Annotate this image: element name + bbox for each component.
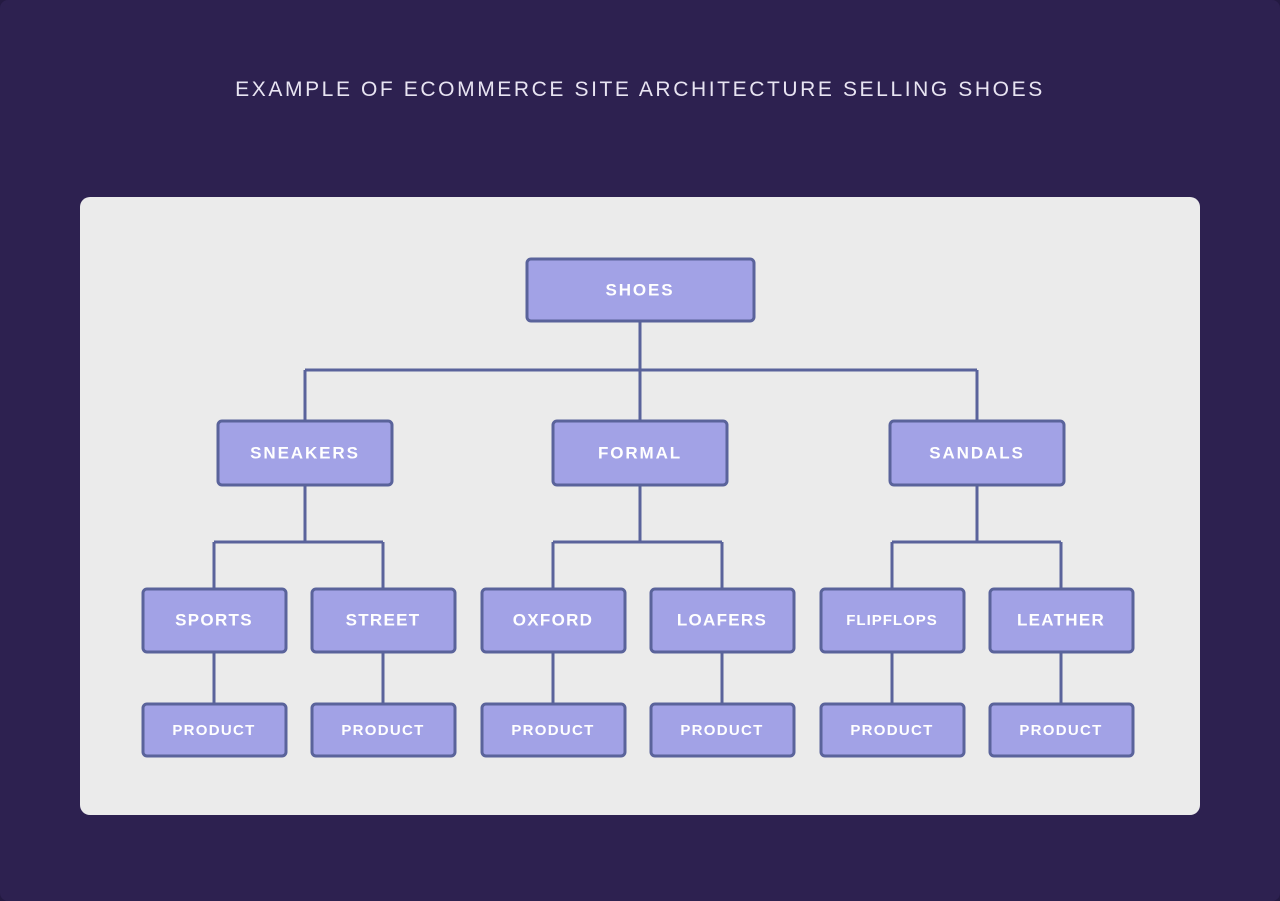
node-shoes-box[interactable]	[525, 257, 756, 323]
node-product-loafers-box[interactable]	[649, 702, 796, 758]
connector-layer	[212, 321, 1063, 704]
node-sandals-label: SANDALS	[929, 443, 1024, 462]
node-formal[interactable]: FORMAL	[551, 419, 729, 487]
node-product-loafers-label: PRODUCT	[680, 722, 763, 739]
node-street-label: STREET	[346, 610, 421, 629]
page-title: EXAMPLE OF ECOMMERCE SITE ARCHITECTURE S…	[235, 78, 1045, 101]
node-formal-box[interactable]	[551, 419, 729, 487]
node-product-leather-label: PRODUCT	[1019, 722, 1102, 739]
node-product-flipflops-box[interactable]	[819, 702, 966, 758]
node-sneakers-box[interactable]	[216, 419, 394, 487]
node-oxford-box[interactable]	[480, 587, 627, 654]
node-oxford[interactable]: OXFORD	[480, 587, 627, 654]
node-product-sports-box[interactable]	[141, 702, 288, 758]
node-loafers[interactable]: LOAFERS	[649, 587, 796, 654]
node-leather-label: LEATHER	[1017, 610, 1105, 629]
node-sandals[interactable]: SANDALS	[888, 419, 1066, 487]
node-sandals-box[interactable]	[888, 419, 1066, 487]
diagram-panel: SHOES SNEAKERS FORMAL SANDALS SPORTS	[80, 197, 1200, 815]
node-product-leather-box[interactable]	[988, 702, 1135, 758]
node-formal-label: FORMAL	[598, 443, 682, 462]
node-product-leather[interactable]: PRODUCT	[988, 702, 1135, 758]
node-sneakers-label: SNEAKERS	[250, 443, 360, 462]
node-loafers-box[interactable]	[649, 587, 796, 654]
node-product-loafers[interactable]: PRODUCT	[649, 702, 796, 758]
node-flipflops-label: FLIPFLOPS	[846, 612, 938, 629]
node-product-street-box[interactable]	[310, 702, 457, 758]
node-product-street[interactable]: PRODUCT	[310, 702, 457, 758]
node-shoes[interactable]: SHOES	[525, 257, 756, 323]
node-sneakers[interactable]: SNEAKERS	[216, 419, 394, 487]
node-leather-box[interactable]	[988, 587, 1135, 654]
node-sports-label: SPORTS	[175, 610, 253, 629]
node-product-street-label: PRODUCT	[341, 722, 424, 739]
node-product-sports[interactable]: PRODUCT	[141, 702, 288, 758]
node-loafers-label: LOAFERS	[677, 610, 767, 629]
node-shoes-label: SHOES	[605, 280, 674, 299]
node-oxford-label: OXFORD	[513, 610, 594, 629]
node-flipflops[interactable]: FLIPFLOPS	[819, 587, 966, 654]
node-street-box[interactable]	[310, 587, 457, 654]
node-leather[interactable]: LEATHER	[988, 587, 1135, 654]
node-product-flipflops[interactable]: PRODUCT	[819, 702, 966, 758]
node-sports[interactable]: SPORTS	[141, 587, 288, 654]
node-flipflops-box[interactable]	[819, 587, 966, 654]
node-product-flipflops-label: PRODUCT	[850, 722, 933, 739]
node-product-oxford[interactable]: PRODUCT	[480, 702, 627, 758]
node-product-sports-label: PRODUCT	[172, 722, 255, 739]
node-street[interactable]: STREET	[310, 587, 457, 654]
site-architecture-tree: SHOES SNEAKERS FORMAL SANDALS SPORTS	[141, 257, 1135, 758]
node-sports-box[interactable]	[141, 587, 288, 654]
node-product-oxford-box[interactable]	[480, 702, 627, 758]
node-product-oxford-label: PRODUCT	[511, 722, 594, 739]
